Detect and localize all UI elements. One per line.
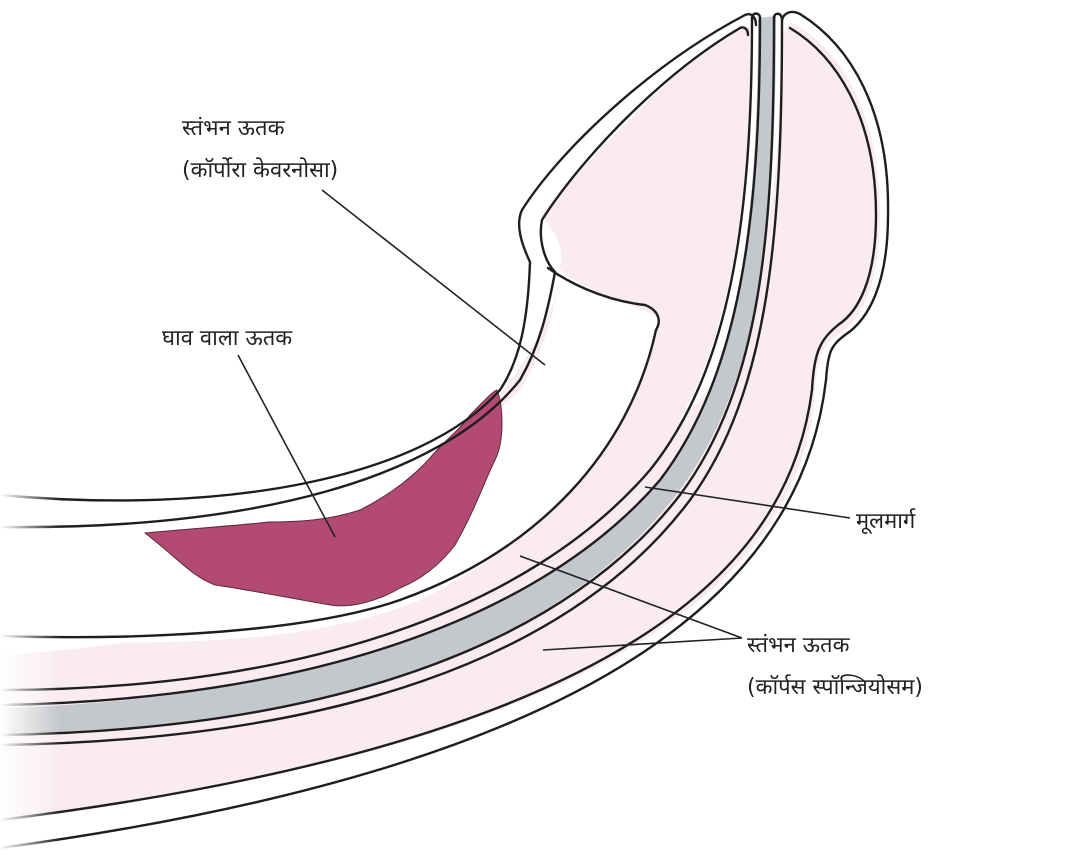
- label-scar-tissue: घाव वाला ऊतक: [162, 326, 293, 351]
- leader-cavernosa: [322, 190, 545, 365]
- label-spongiosum-line2: (कॉर्पस स्पॉन्जियोसम): [747, 674, 923, 700]
- left-fade-overlay: [0, 480, 60, 864]
- label-urethra: मूलमार्ग: [856, 508, 916, 535]
- label-spongiosum-line1: स्तंभन ऊतक: [747, 633, 851, 658]
- label-cavernosa-line1: स्तंभन ऊतक: [182, 116, 286, 141]
- label-cavernosa-line2: (कॉर्पोरा केवरनोसा): [182, 157, 338, 183]
